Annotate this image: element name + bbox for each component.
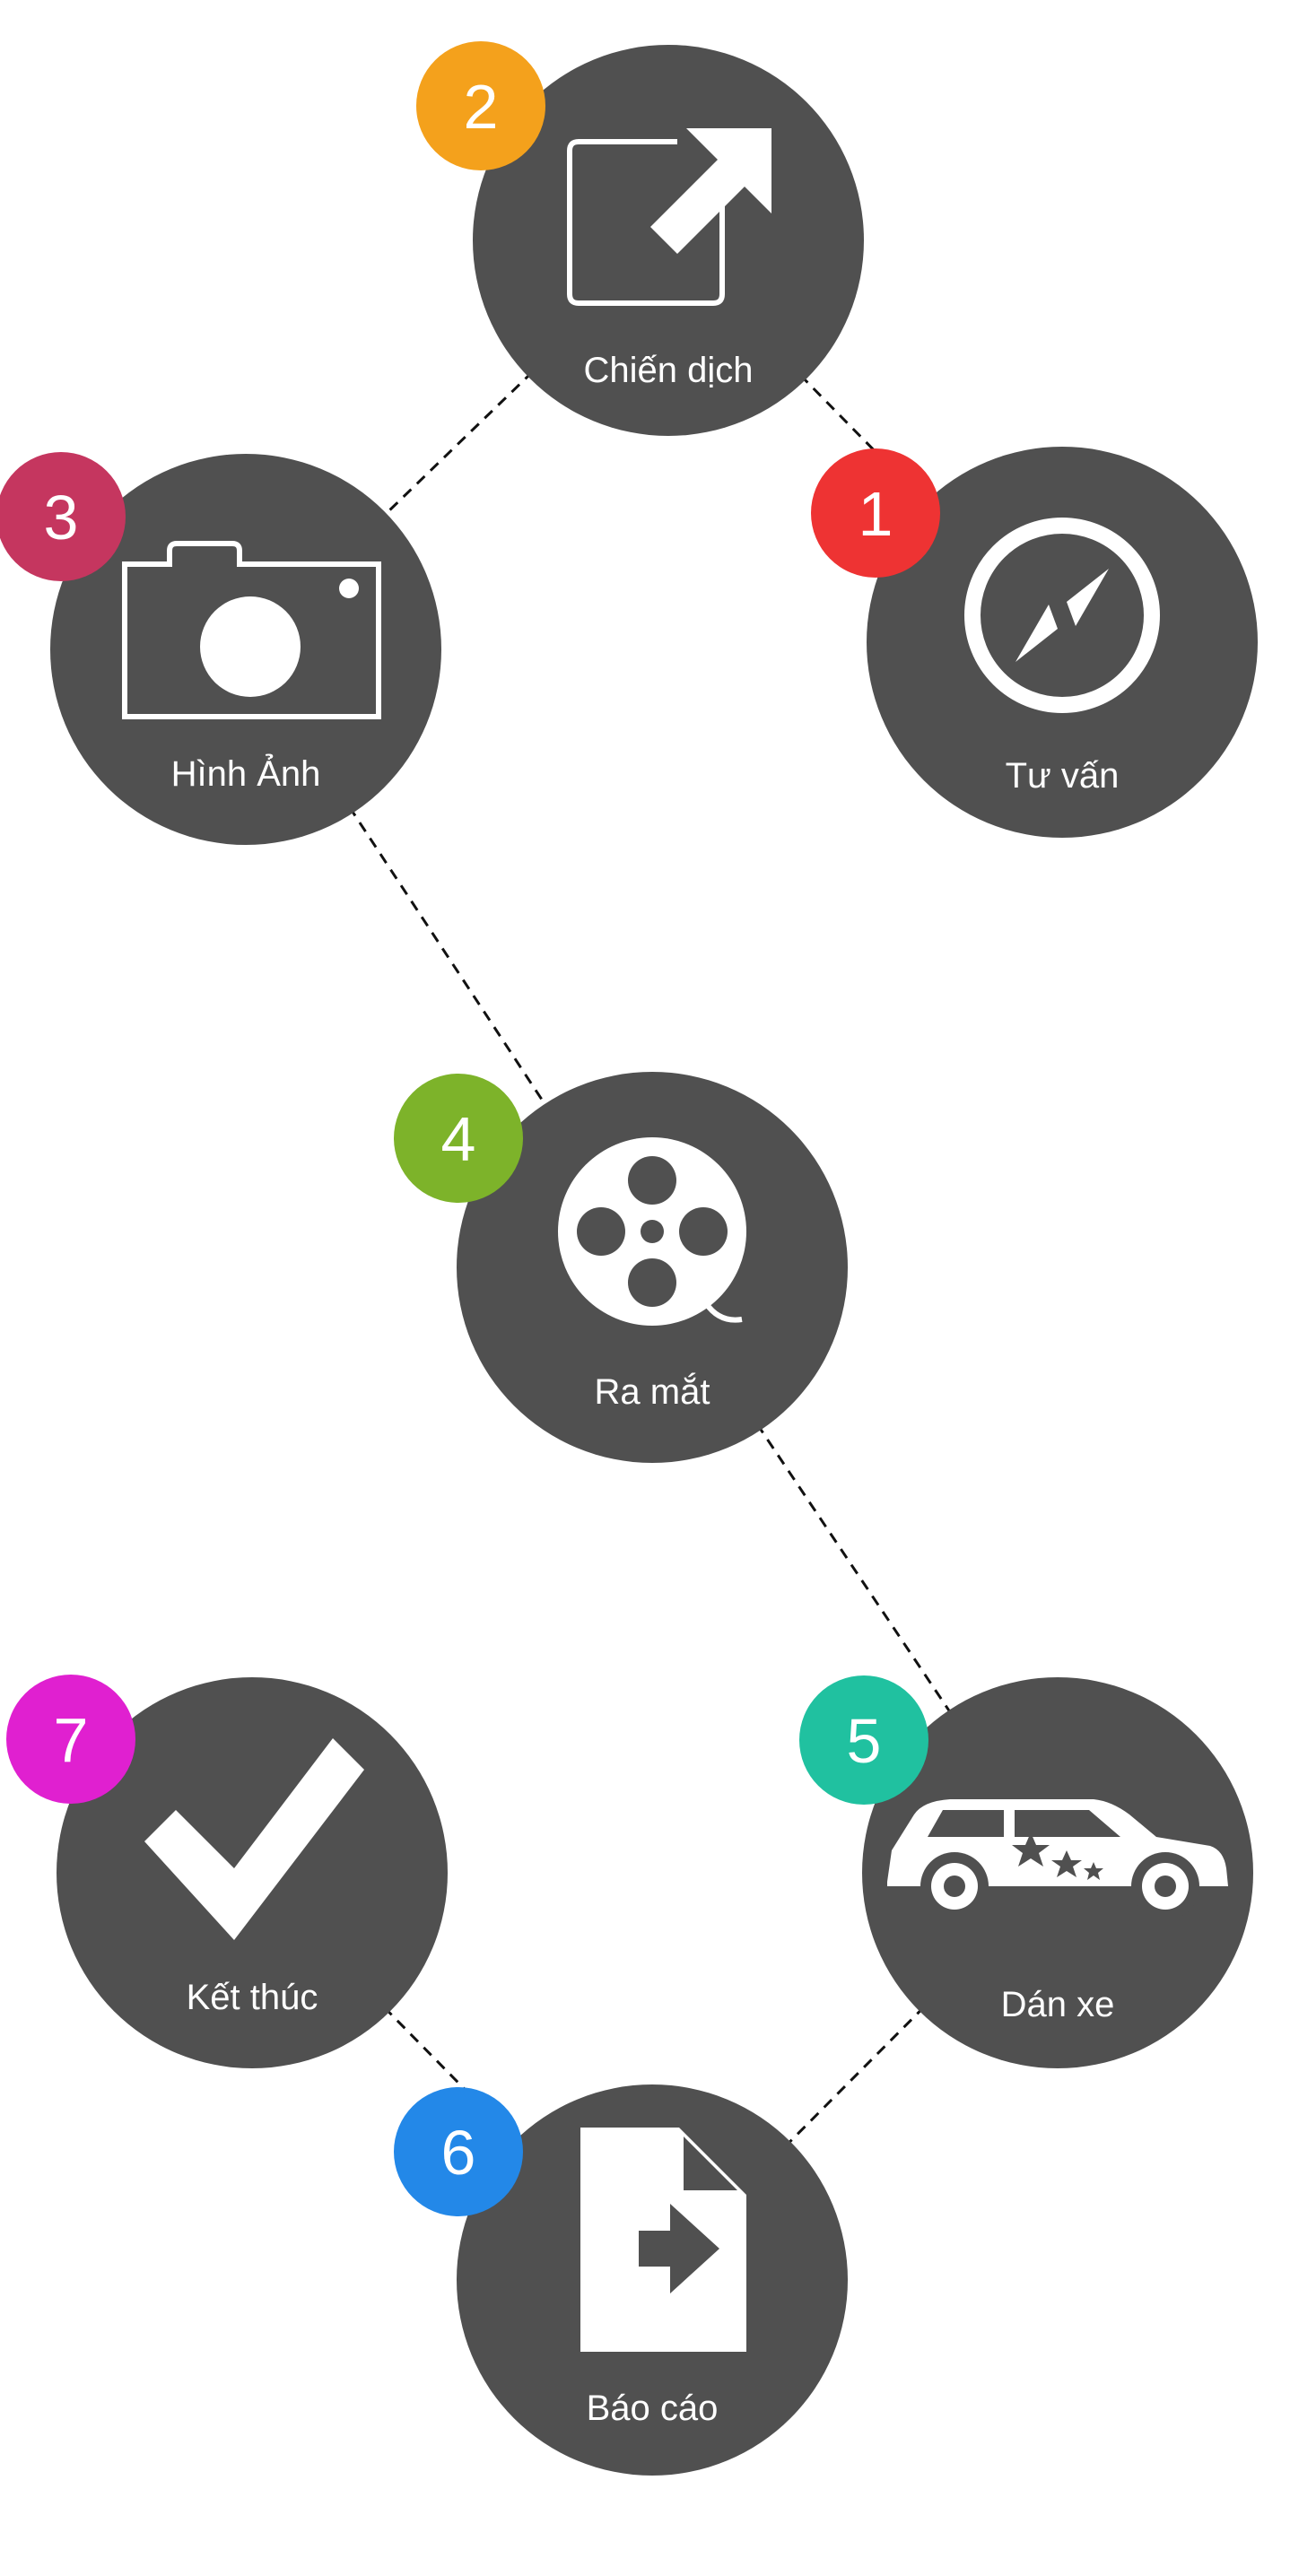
step-label: Ra mắt bbox=[595, 1371, 710, 1412]
step-6-bao-cao: Báo cáo bbox=[457, 2084, 848, 2476]
car-icon bbox=[887, 1799, 1228, 1920]
step-3-hinh-anh: Hình Ảnh bbox=[50, 454, 441, 845]
step-badge-2: 2 bbox=[416, 41, 545, 170]
step-number: 7 bbox=[54, 1705, 89, 1775]
step-number: 6 bbox=[441, 2118, 476, 2188]
external-link-icon bbox=[567, 128, 771, 306]
step-badge-6: 6 bbox=[394, 2087, 523, 2216]
badge-circle bbox=[811, 448, 940, 578]
step-badge-5: 5 bbox=[799, 1675, 928, 1805]
step-badge-3: 3 bbox=[0, 452, 126, 581]
step-badge-7: 7 bbox=[6, 1675, 135, 1804]
step-label: Kết thúc bbox=[187, 1978, 318, 2017]
file-export-icon bbox=[580, 2128, 746, 2352]
step-4-ra-mat: Ra mắt bbox=[457, 1072, 848, 1463]
badge-circle bbox=[394, 2087, 523, 2216]
film-reel-icon bbox=[558, 1137, 746, 1326]
step-number: 3 bbox=[44, 483, 79, 553]
camera-icon bbox=[122, 541, 381, 719]
step-label: Chiến dịch bbox=[583, 351, 753, 390]
step-label: Báo cáo bbox=[587, 2389, 719, 2428]
step-badge-4: 4 bbox=[394, 1074, 523, 1203]
badge-circle bbox=[6, 1675, 135, 1804]
step-badge-1: 1 bbox=[811, 448, 940, 578]
step-number: 4 bbox=[441, 1104, 476, 1174]
step-number: 2 bbox=[464, 72, 499, 142]
step-1-tu-van: Tư vấn bbox=[867, 447, 1258, 838]
badge-circle bbox=[799, 1675, 928, 1805]
step-number: 5 bbox=[847, 1706, 882, 1776]
badge-circle bbox=[416, 41, 545, 170]
step-label: Tư vấn bbox=[1006, 756, 1120, 796]
compass-icon bbox=[964, 518, 1160, 713]
step-2-chien-dich: Chiến dịch bbox=[473, 45, 864, 436]
step-label: Dán xe bbox=[1001, 1985, 1115, 2024]
step-label: Hình Ảnh bbox=[171, 753, 321, 794]
step-7-ket-thuc: Kết thúc bbox=[57, 1677, 448, 2068]
step-node bbox=[867, 447, 1258, 838]
checkmark-icon bbox=[144, 1738, 364, 1940]
step-5-dan-xe: Dán xe bbox=[862, 1677, 1253, 2068]
badge-circle bbox=[0, 452, 126, 581]
badge-circle bbox=[394, 1074, 523, 1203]
step-number: 1 bbox=[859, 479, 893, 549]
